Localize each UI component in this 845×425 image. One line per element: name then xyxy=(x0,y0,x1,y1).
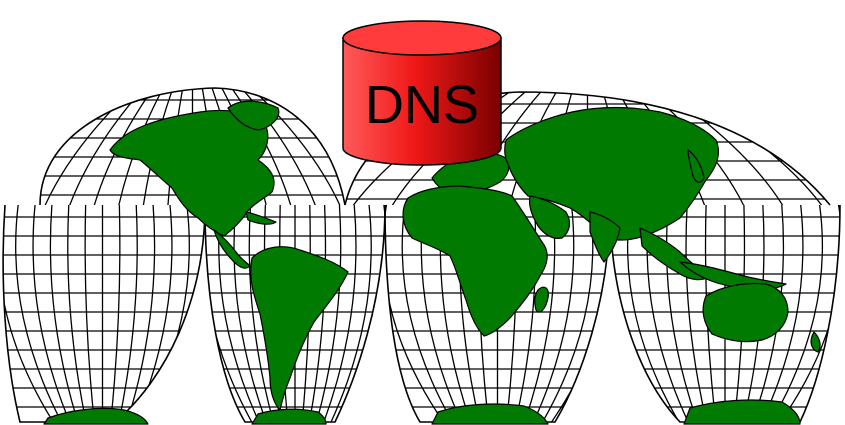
meridian-line xyxy=(117,205,138,422)
lobe-outline xyxy=(384,204,611,423)
meridian-line xyxy=(307,205,327,422)
graticule-lobe xyxy=(3,205,205,422)
antarctica-mid2-shape xyxy=(431,403,549,425)
indonesia-shape xyxy=(679,261,787,290)
meridian-line xyxy=(227,88,293,205)
dns-database-icon: DNS xyxy=(342,20,502,166)
meridian-line xyxy=(314,205,342,422)
meridian-line xyxy=(685,205,709,422)
meridian-line xyxy=(109,205,121,422)
meridian-line xyxy=(767,205,824,422)
meridian-line xyxy=(245,88,343,205)
antarctica-right-shape xyxy=(683,399,801,425)
asia-shape xyxy=(504,106,719,241)
meridian-line xyxy=(385,205,448,422)
meridian-line xyxy=(328,205,372,422)
central-america-shape xyxy=(213,229,251,269)
meridian-line xyxy=(513,205,537,422)
meridian-line xyxy=(530,205,575,422)
meridian-line xyxy=(233,205,269,422)
meridian-line xyxy=(3,205,57,422)
dns-label: DNS xyxy=(365,75,479,135)
australia-shape xyxy=(702,282,789,343)
meridian-line xyxy=(758,205,804,422)
new-zealand-shape xyxy=(810,331,821,353)
caribbean-shape xyxy=(245,211,277,225)
meridian-line xyxy=(248,205,276,422)
meridian-line xyxy=(124,205,156,422)
meridian-line xyxy=(401,205,456,422)
meridian-line xyxy=(15,205,65,422)
meridian-line xyxy=(32,205,73,422)
japan-shape xyxy=(687,149,705,183)
antarctica-mid1-shape xyxy=(251,408,327,425)
meridian-line xyxy=(236,88,318,205)
africa-shape xyxy=(402,185,548,337)
meridian-line xyxy=(67,205,88,422)
meridian-line xyxy=(665,205,700,422)
antarctica-left-shape xyxy=(43,407,149,425)
lobe-outline xyxy=(39,87,346,206)
india-shape xyxy=(589,211,621,263)
north-america-shape xyxy=(109,109,275,237)
madagascar-shape xyxy=(534,286,549,313)
lobe-outline xyxy=(609,204,841,423)
arabia-shape xyxy=(528,195,571,239)
south-america-shape xyxy=(250,246,349,411)
continents xyxy=(43,100,821,425)
greenland-shape xyxy=(227,100,280,131)
meridian-line xyxy=(84,205,96,422)
meridian-line xyxy=(49,205,81,422)
meridian-line xyxy=(321,205,357,422)
